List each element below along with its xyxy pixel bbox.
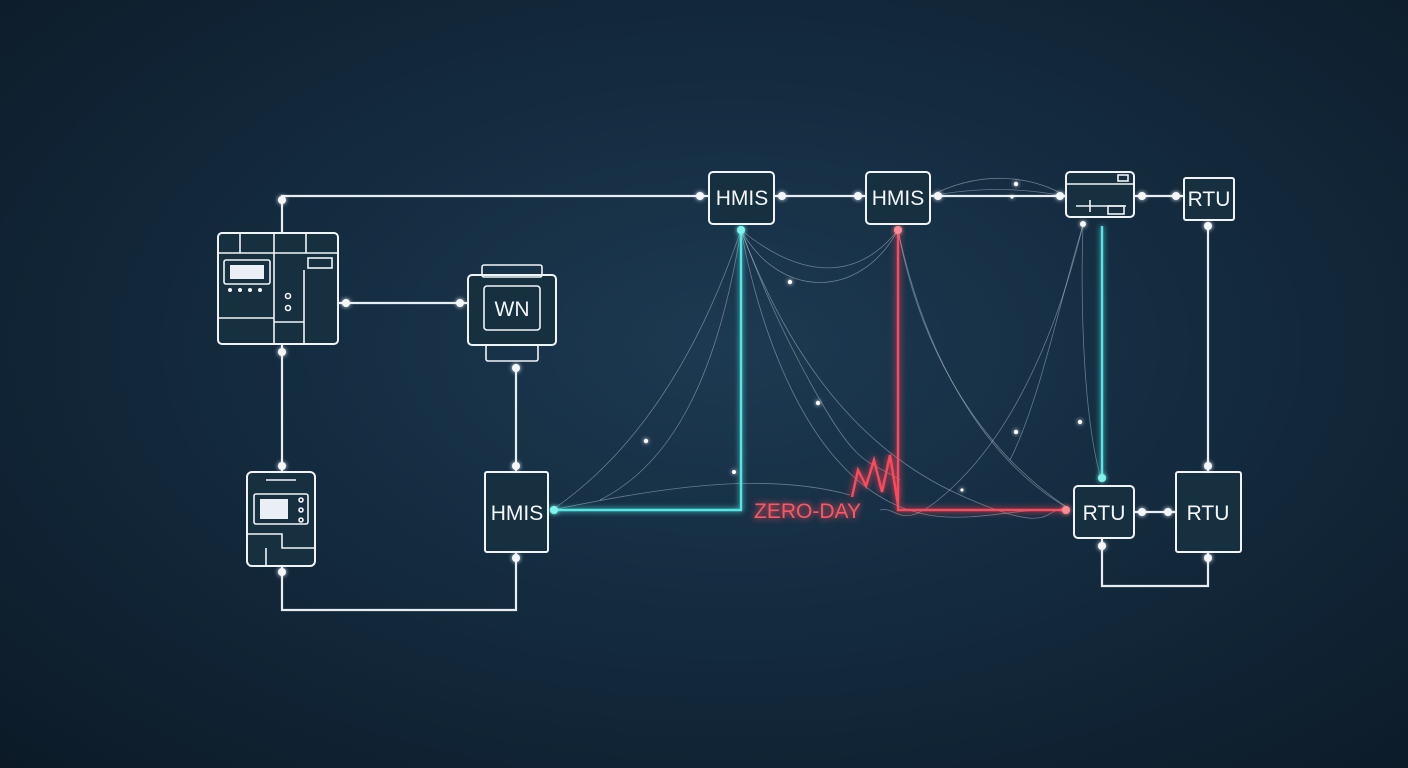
network-switch[interactable]: [1065, 171, 1135, 218]
rtu-node-top-right[interactable]: RTU: [1183, 177, 1235, 221]
rtu-node-bottom-left[interactable]: RTU: [1073, 485, 1135, 539]
hmis-node-top-mid[interactable]: HMIS: [865, 171, 931, 225]
hmis-bottom-label: HMIS: [491, 502, 544, 525]
zero-day-attack-path: [850, 230, 1068, 512]
zero-day-label: ZERO-DAY: [754, 500, 861, 523]
rtu-top-right-label: RTU: [1188, 188, 1231, 211]
data-packets: [643, 181, 1083, 492]
field-panel[interactable]: [246, 471, 316, 567]
network-wires: [280, 194, 1210, 612]
hmis-node-top-left[interactable]: HMIS: [708, 171, 775, 225]
connection-ports: [278, 192, 1212, 576]
rtu-bottom-left-label: RTU: [1083, 502, 1126, 525]
rtu-node-bottom-right[interactable]: RTU: [1175, 471, 1242, 553]
wn-device[interactable]: WN: [467, 264, 557, 362]
hmis-node-bottom[interactable]: HMIS: [484, 471, 549, 553]
data-flow-curves: [551, 177, 1101, 519]
wn-label: WN: [495, 298, 530, 321]
secure-links: [552, 226, 1104, 512]
hmis-top-mid-label: HMIS: [872, 187, 925, 210]
plc-cabinet[interactable]: [217, 232, 339, 345]
rtu-bottom-right-label: RTU: [1187, 502, 1230, 525]
hmis-top-left-label: HMIS: [716, 187, 769, 210]
